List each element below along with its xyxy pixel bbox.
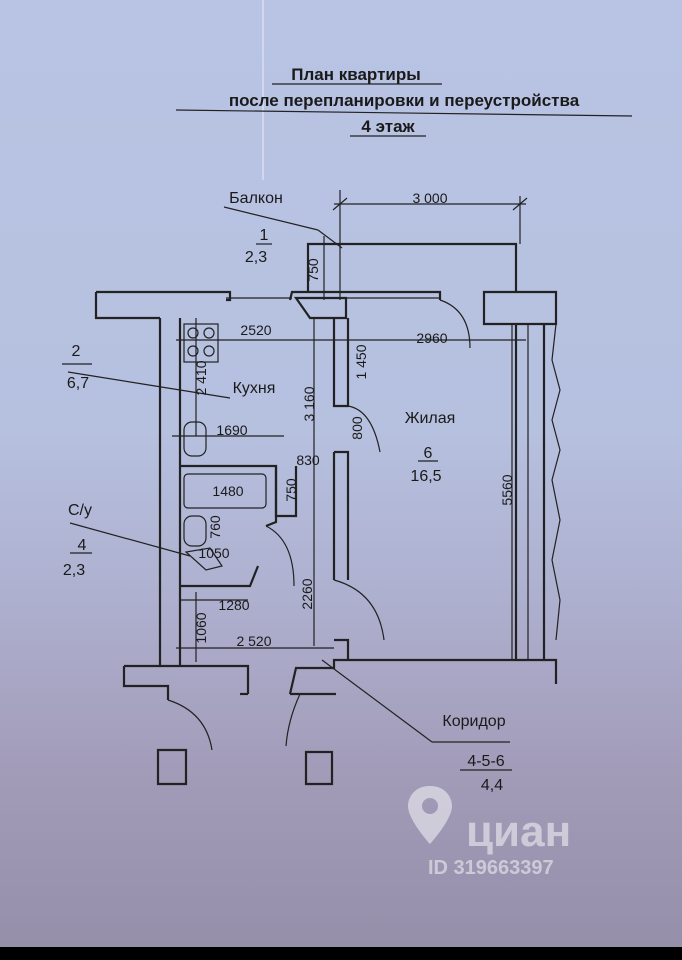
entry-door-arc-right (285, 693, 301, 747)
partition-upper (332, 318, 350, 408)
dim-760: 760 (207, 515, 223, 539)
balcony-label: Балкон (229, 190, 283, 207)
bathroom-number: 4 (78, 537, 87, 554)
title-line-2: после перепланировки и переустройства (229, 91, 580, 110)
burner (203, 345, 215, 357)
title-line-1: План квартиры (291, 65, 421, 84)
kitchen-leader (67, 371, 231, 399)
bathtub (183, 473, 267, 509)
corridor-number: 4-5-6 (467, 753, 504, 770)
corridor-door-arc (333, 579, 385, 641)
toilet (184, 547, 223, 571)
watermark: циан ID 319663397 (408, 786, 571, 879)
bottom-wall-left-end (122, 666, 170, 700)
bottom-wall-right (288, 658, 558, 695)
kitchen-area: 6,7 (67, 375, 89, 392)
living-area: 16,5 (410, 468, 441, 485)
dim-750: 750 (283, 478, 299, 502)
corridor-label: Коридор (442, 713, 505, 730)
bottom-wall-left (124, 664, 250, 694)
dim-1690: 1690 (216, 422, 247, 438)
burner (203, 327, 215, 339)
living-number: 6 (424, 445, 433, 462)
balcony-number: 1 (260, 227, 269, 244)
top-wall-mid (288, 290, 442, 301)
break-line-right (551, 323, 561, 641)
dim-tick (332, 197, 348, 211)
watermark-id: ID 319663397 (428, 857, 554, 879)
balcony-leader (223, 206, 319, 231)
top-wall-right (482, 290, 558, 326)
title-line-3: 4 этаж (361, 117, 415, 136)
living-label: Жилая (405, 410, 456, 427)
dim-kitchen-width: 2520 (240, 322, 271, 338)
bathroom-leader (69, 522, 191, 557)
dim-1280: 1280 (218, 597, 249, 613)
balcony-leader (317, 229, 343, 249)
living-door-arc (347, 405, 381, 453)
dim-corridor-2260: 2260 (299, 578, 315, 609)
bathroom-label: С/у (68, 502, 92, 519)
dim-tick (512, 197, 528, 211)
dim-corridor-2520: 2 520 (236, 633, 271, 649)
corridor-leader (321, 659, 433, 743)
partition-lower (334, 638, 350, 660)
dim-door-800: 800 (349, 416, 365, 440)
bath-sink (183, 515, 207, 547)
balcony-door-arc (439, 299, 471, 349)
stair-block-right (304, 750, 334, 786)
dim-living-5560: 5560 (499, 474, 515, 505)
dim-1480: 1480 (212, 483, 243, 499)
balcony-area: 2,3 (245, 249, 267, 266)
top-wall-left-bottom (94, 292, 160, 320)
dim-kitchen-3160: 3 160 (301, 386, 317, 421)
bath-wall-lower (180, 565, 260, 588)
top-wall-left (96, 290, 232, 302)
watermark-brand: циан (466, 807, 571, 856)
dim-kitchen-2410: 2 410 (193, 360, 209, 395)
dim-wall-1450: 1 450 (353, 344, 369, 379)
bathroom-area: 2,3 (63, 562, 85, 579)
bath-door-arc (265, 525, 295, 587)
burner (187, 345, 199, 357)
dim-1050: 1050 (198, 545, 229, 561)
balcony-outline (306, 242, 518, 292)
partition-mid (334, 450, 350, 580)
map-pin-icon (408, 786, 452, 844)
vent-shaft (274, 466, 298, 518)
corridor-area: 4,4 (481, 777, 503, 794)
kitchen-sink (183, 421, 207, 457)
bottom-black-bar (0, 947, 682, 960)
burner (187, 327, 199, 339)
paper-edge (262, 0, 264, 180)
title-underline-2 (175, 109, 633, 117)
dim-830: 830 (296, 452, 320, 468)
kitchen-label: Кухня (233, 380, 276, 397)
stove (183, 323, 219, 363)
dim-balcony-width: 3 000 (412, 190, 447, 206)
dim-1060: 1060 (193, 612, 209, 643)
stair-block-left (156, 748, 188, 786)
entry-door-arc-left (167, 699, 213, 751)
dim-balcony-depth: 750 (305, 258, 321, 282)
kitchen-number: 2 (72, 343, 81, 360)
dim-living-width: 2960 (416, 330, 447, 346)
top-pier (293, 296, 348, 320)
